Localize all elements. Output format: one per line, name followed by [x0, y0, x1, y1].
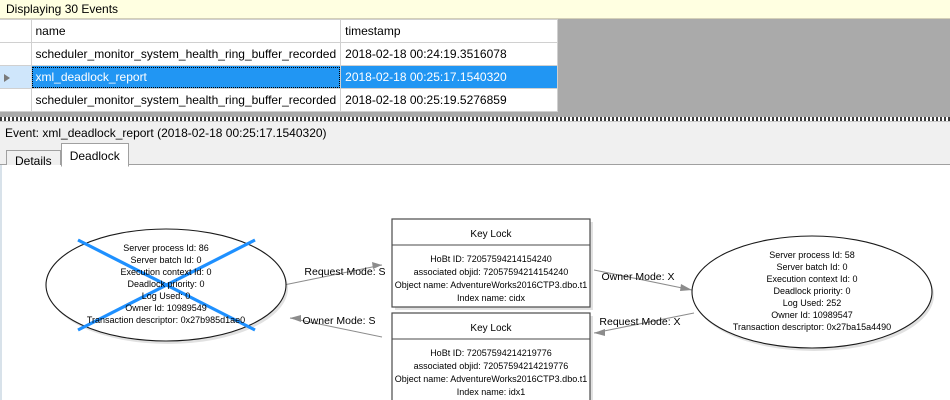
resource-bottom-line-2: associated objid: 72057594214219776: [414, 361, 569, 371]
process-node-right[interactable]: Server process Id: 58 Server batch Id: 0…: [691, 235, 934, 351]
process-right-line-5: Log Used: 252: [783, 298, 842, 308]
horizontal-splitter[interactable]: [0, 117, 950, 122]
process-left-line-6: Owner Id: 10989549: [125, 303, 207, 313]
process-left-line-2: Server batch Id: 0: [130, 255, 201, 265]
resource-top-line-3: Object name: AdventureWorks2016CTP3.dbo.…: [395, 280, 587, 290]
cell-timestamp[interactable]: 2018-02-18 00:25:17.1540320: [340, 65, 559, 89]
process-right-line-4: Deadlock priority: 0: [773, 286, 850, 296]
resource-top-title: Key Lock: [470, 229, 512, 240]
edge-label-request-mode-x: Request Mode: X: [599, 316, 680, 328]
table-header-row: name timestamp: [0, 19, 559, 43]
events-count-label: Displaying 30 Events: [6, 2, 119, 16]
process-left-line-7: Transaction descriptor: 0x27b985d1ae0: [87, 315, 245, 325]
resource-top-box: [391, 218, 591, 308]
events-count-banner: Displaying 30 Events: [0, 0, 950, 19]
event-detail-header: Event: xml_deadlock_report (2018-02-18 0…: [0, 122, 950, 143]
process-node-left[interactable]: Server process Id: 86 Server batch Id: 0…: [45, 228, 288, 344]
edge-top-owner-right: [593, 269, 693, 291]
process-right-line-1: Server process Id: 58: [769, 250, 855, 260]
process-left-line-5: Log Used: 0: [142, 291, 191, 301]
resource-top-line-1: HoBt ID: 72057594214154240: [430, 254, 552, 264]
cell-timestamp[interactable]: 2018-02-18 00:24:19.3516078: [340, 42, 559, 66]
column-header-timestamp[interactable]: timestamp: [340, 19, 559, 43]
resource-node-top[interactable]: Key Lock HoBt ID: 72057594214154240 asso…: [391, 218, 593, 310]
resource-bottom-box: [391, 312, 591, 400]
resource-bottom-title: Key Lock: [470, 323, 512, 334]
resource-bottom-line-4: Index name: idx1: [457, 387, 526, 397]
process-right-line-3: Execution context Id: 0: [766, 274, 857, 284]
victim-x-icon: [77, 238, 256, 332]
resource-bottom-line-1: HoBt ID: 72057594214219776: [430, 348, 552, 358]
column-header-name[interactable]: name: [31, 19, 342, 43]
tab-deadlock[interactable]: Deadlock: [60, 143, 129, 167]
process-left-line-3: Execution context Id: 0: [120, 267, 211, 277]
deadlock-graph-canvas[interactable]: Server process Id: 86 Server batch Id: 0…: [0, 165, 950, 400]
resource-bottom-line-3: Object name: AdventureWorks2016CTP3.dbo.…: [395, 374, 587, 384]
resource-top-line-2: associated objid: 72057594214154240: [414, 267, 569, 277]
edge-label-owner-mode-x: Owner Mode: X: [602, 271, 675, 283]
table-row[interactable]: xml_deadlock_report 2018-02-18 00:25:17.…: [0, 65, 559, 89]
edge-labels: Request Mode: S Owner Mode: X Owner Mode…: [303, 266, 681, 328]
edge-left-request-top: [278, 262, 383, 287]
resource-top-line-4: Index name: cidx: [457, 293, 526, 303]
row-selector-cell[interactable]: [0, 88, 32, 112]
table-row[interactable]: scheduler_monitor_system_health_ring_buf…: [0, 42, 559, 66]
process-left-line-1: Server process Id: 86: [123, 243, 209, 253]
process-left-line-4: Deadlock priority: 0: [127, 279, 204, 289]
process-ellipse-right: [691, 235, 933, 349]
row-selector-cell[interactable]: [0, 65, 32, 89]
cell-name[interactable]: xml_deadlock_report: [31, 65, 342, 89]
cell-name[interactable]: scheduler_monitor_system_health_ring_buf…: [31, 42, 342, 66]
cell-name[interactable]: scheduler_monitor_system_health_ring_buf…: [31, 88, 342, 112]
edge-bottom-owner-left: [289, 315, 383, 338]
process-right-line-6: Owner Id: 10989547: [771, 310, 853, 320]
resource-node-bottom[interactable]: Key Lock HoBt ID: 72057594214219776 asso…: [391, 312, 593, 400]
process-right-line-2: Server batch Id: 0: [776, 262, 847, 272]
events-table: name timestamp scheduler_monitor_system_…: [0, 19, 559, 112]
process-right-line-7: Transaction descriptor: 0x27ba15a4490: [733, 322, 891, 332]
edge-right-request-bottom: [593, 312, 695, 336]
edge-label-request-mode-s: Request Mode: S: [304, 266, 385, 278]
edge-label-owner-mode-s: Owner Mode: S: [303, 315, 376, 327]
row-arrow-icon: [4, 73, 10, 82]
events-grid[interactable]: name timestamp scheduler_monitor_system_…: [0, 19, 950, 117]
events-table-head: name timestamp: [0, 19, 559, 43]
event-detail-header-label: Event: xml_deadlock_report (2018-02-18 0…: [5, 125, 327, 140]
events-table-body: scheduler_monitor_system_health_ring_buf…: [0, 42, 559, 112]
table-row[interactable]: scheduler_monitor_system_health_ring_buf…: [0, 88, 559, 112]
row-selector-cell[interactable]: [0, 42, 32, 66]
column-header-selector[interactable]: [0, 19, 32, 43]
cell-timestamp[interactable]: 2018-02-18 00:25:19.5276859: [340, 88, 559, 112]
